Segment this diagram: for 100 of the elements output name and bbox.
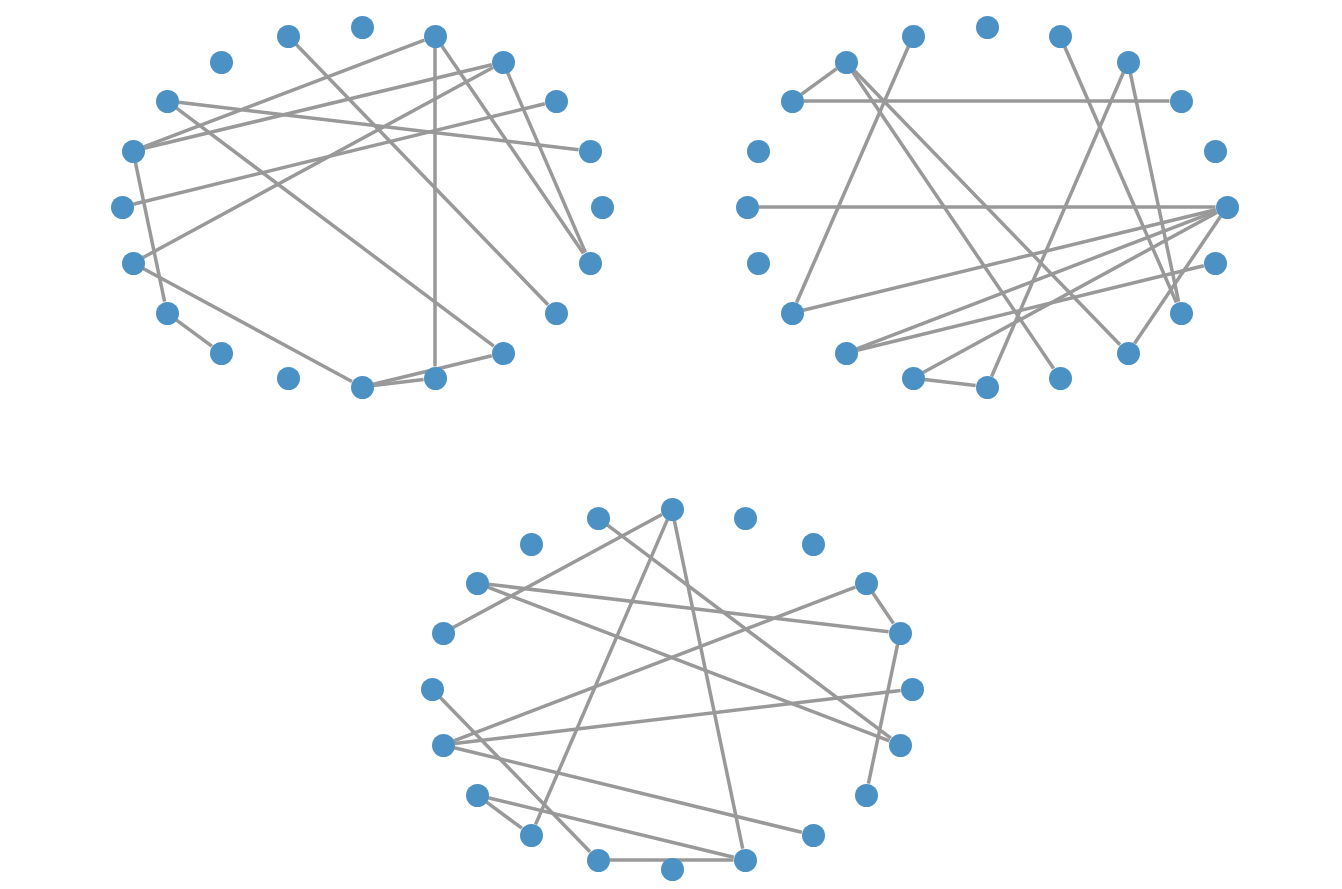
connector-line — [802, 208, 1217, 312]
connector-line — [175, 106, 495, 348]
connector-line — [440, 44, 585, 255]
connector-line — [372, 354, 493, 386]
connector-line — [175, 318, 213, 348]
connector-line — [990, 71, 1125, 378]
connector-line — [178, 100, 579, 152]
connector-line — [487, 796, 735, 859]
graph-node-circle — [110, 195, 134, 219]
connector-line — [852, 69, 1122, 346]
graph-node-circle — [1169, 89, 1193, 113]
graph-node-circle — [660, 497, 684, 521]
graph-node-circle — [465, 571, 489, 595]
graph-node-circle — [888, 733, 912, 757]
graph-node-circle — [121, 251, 145, 275]
connector-line — [871, 591, 895, 625]
connector-line — [453, 746, 803, 834]
graph-node-circle — [519, 823, 543, 847]
graph-node-circle — [975, 375, 999, 399]
graph-node-circle — [431, 733, 455, 757]
graph-node-circle — [423, 24, 447, 48]
graph-node-circle — [1116, 341, 1140, 365]
graph-node-circle — [155, 89, 179, 113]
connector-line — [866, 643, 900, 785]
connector-line — [506, 71, 587, 254]
connector-line — [795, 45, 910, 304]
connector-line — [850, 70, 1056, 370]
graph-node-circle — [735, 195, 759, 219]
connector-line — [534, 518, 669, 826]
graph-node-circle — [519, 532, 543, 556]
connector-line — [800, 67, 838, 96]
graph-node-circle — [1203, 139, 1227, 163]
graph-node-circle — [544, 89, 568, 113]
graph-node-circle — [276, 366, 300, 390]
graph-node-circle — [423, 366, 447, 390]
connector-line — [1128, 72, 1181, 303]
graph-node-circle — [1116, 50, 1140, 74]
graph-node-circle — [780, 89, 804, 113]
connector-line — [803, 99, 1170, 103]
graph-node-circle — [544, 301, 568, 325]
connector-line — [373, 377, 424, 388]
graph-node-circle — [350, 375, 374, 399]
connector-line — [609, 858, 734, 862]
graph-node-circle — [586, 506, 610, 530]
graph-node-circle — [888, 621, 912, 645]
graph-node-circle — [1215, 195, 1239, 219]
graph-node-circle — [420, 677, 444, 701]
graph-node-circle — [746, 139, 770, 163]
graph-node-circle — [276, 24, 300, 48]
graph-node-circle — [834, 50, 858, 74]
connector-line — [143, 38, 425, 149]
connector-line — [856, 209, 1217, 351]
graph-node-circle — [491, 341, 515, 365]
graph-node-circle — [801, 823, 825, 847]
connector-line — [433, 47, 437, 367]
connector-line — [1063, 45, 1178, 304]
graph-node-circle — [660, 857, 684, 881]
graph-node-circle — [586, 848, 610, 872]
graph-node-circle — [1048, 366, 1072, 390]
graph-node-circle — [901, 24, 925, 48]
graph-node-circle — [578, 139, 602, 163]
graph-node-circle — [491, 50, 515, 74]
connector-line — [142, 266, 353, 384]
connector-line — [606, 523, 892, 740]
connector-line — [924, 377, 976, 388]
connector-line — [452, 512, 663, 630]
graph-node-circle — [780, 301, 804, 325]
connector-line — [143, 63, 493, 150]
graph-node-circle — [209, 341, 233, 365]
graph-node-circle — [834, 341, 858, 365]
graph-node-circle — [1203, 251, 1227, 275]
connector-line — [856, 264, 1205, 352]
graph-node-circle — [1169, 301, 1193, 325]
graph-node-circle — [350, 15, 374, 39]
connector-line — [453, 585, 856, 743]
graph-node-circle — [590, 195, 614, 219]
connector-line — [133, 161, 167, 303]
connector-line — [142, 65, 494, 260]
connector-line — [294, 43, 550, 306]
graph-node-circle — [578, 251, 602, 275]
graph-node-circle — [209, 50, 233, 74]
graph-node-circle — [746, 251, 770, 275]
graph-node-circle — [854, 571, 878, 595]
connector-line — [672, 519, 745, 850]
graph-node-circle — [733, 848, 757, 872]
connector-line — [1133, 215, 1222, 345]
connector-line — [485, 800, 523, 830]
graph-node-circle — [854, 783, 878, 807]
graph-node-circle — [465, 783, 489, 807]
graph-node-circle — [1048, 24, 1072, 48]
graph-node-circle — [975, 15, 999, 39]
graph-node-circle — [733, 506, 757, 530]
graph-node-circle — [901, 366, 925, 390]
connector-line — [438, 696, 592, 853]
graph-node-circle — [801, 532, 825, 556]
connector-line — [454, 688, 901, 746]
graph-node-circle — [155, 301, 179, 325]
graph-node-circle — [431, 621, 455, 645]
connector-line — [922, 210, 1218, 375]
connector-line — [132, 102, 546, 206]
